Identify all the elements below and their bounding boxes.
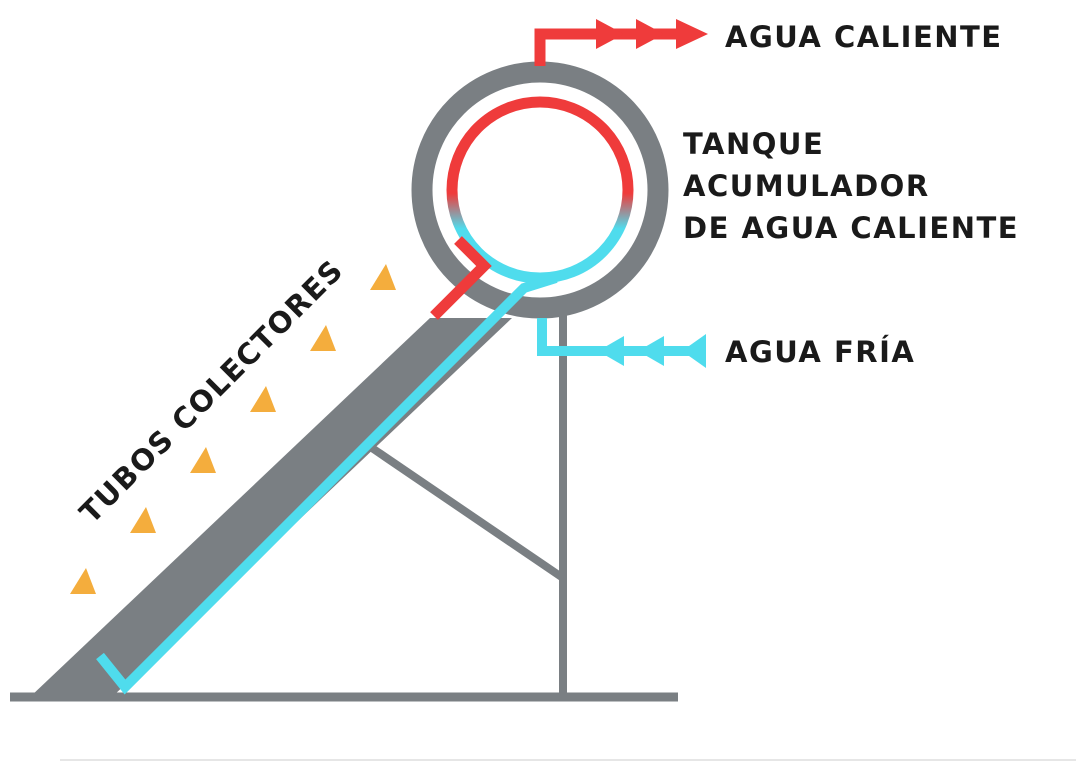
collector-tube <box>30 318 512 697</box>
hot-water-outlet-pipe <box>534 19 708 66</box>
storage-tank <box>411 61 669 319</box>
tank-label-line3: DE AGUA CALIENTE <box>683 211 1019 245</box>
hot-water-label: AGUA CALIENTE <box>725 20 1003 54</box>
tank-label-line2: ACUMULADOR <box>683 169 930 203</box>
support-frame <box>369 305 567 697</box>
cold-return-pipe <box>96 273 558 695</box>
sun-ray-icon <box>370 264 396 290</box>
sun-ray-icon <box>130 507 156 533</box>
tank-label: TANQUE ACUMULADOR DE AGUA CALIENTE <box>683 127 1019 245</box>
sun-ray-icon <box>70 568 96 594</box>
sun-rays <box>70 264 396 594</box>
cold-water-label: AGUA FRÍA <box>725 335 915 369</box>
tank-label-line1: TANQUE <box>683 127 824 161</box>
sun-ray-icon <box>310 325 336 351</box>
hot-riser-pipe <box>430 236 492 320</box>
sun-ray-icon <box>190 447 216 473</box>
sun-ray-icon <box>250 386 276 412</box>
cold-water-inlet-pipe <box>537 318 706 368</box>
